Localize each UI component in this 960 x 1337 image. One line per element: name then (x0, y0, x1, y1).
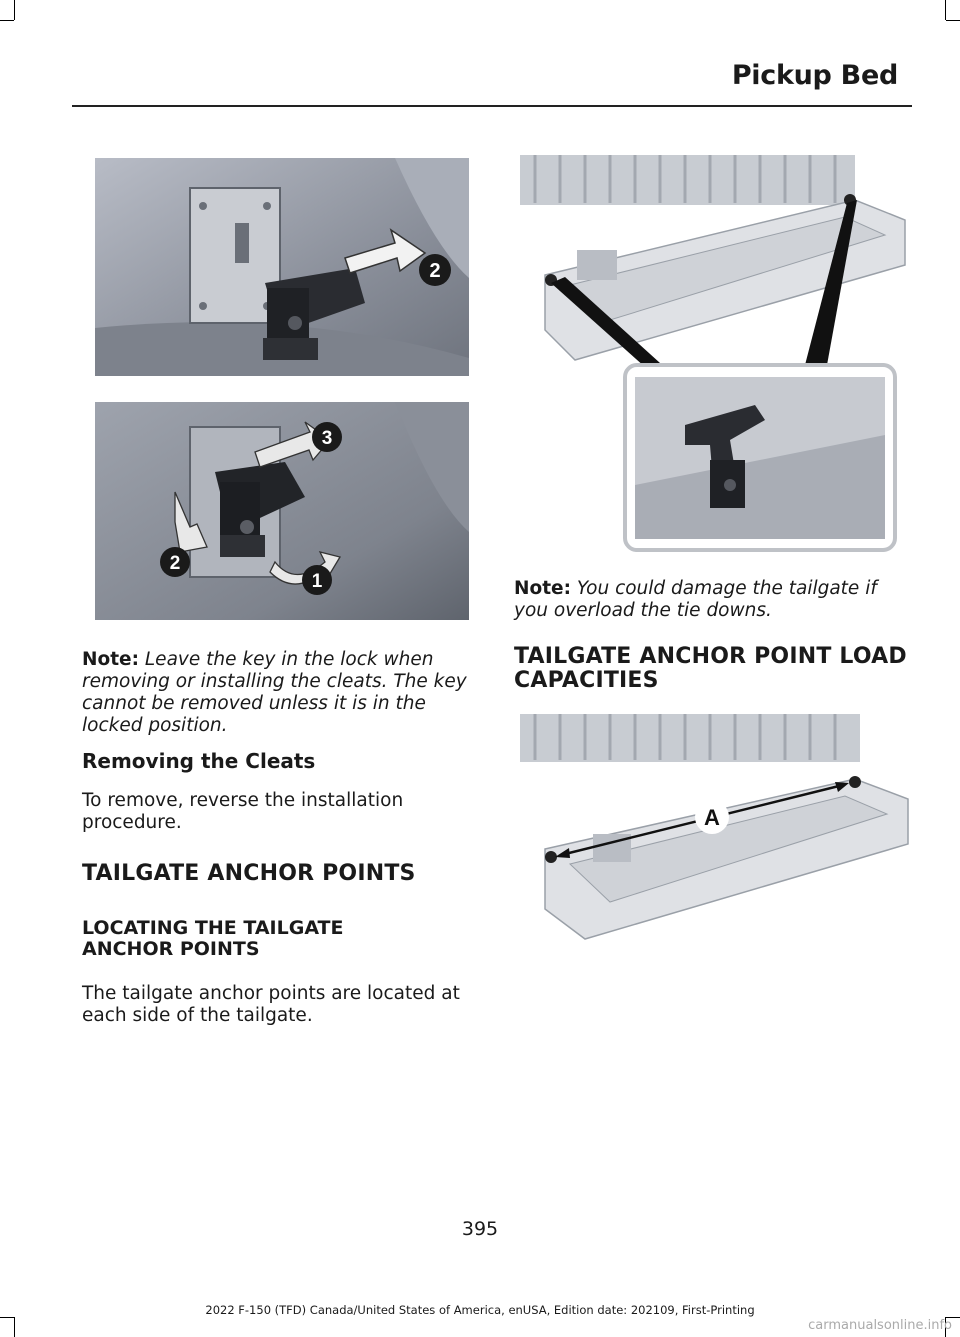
crop-mark (945, 0, 946, 20)
footer-edition: 2022 F-150 (TFD) Canada/United States of… (205, 1303, 755, 1317)
note-text: Leave the key in the lock when removing … (82, 649, 467, 736)
note-key-lock: Note: Leave the key in the lock when rem… (82, 649, 477, 737)
callout-a: A (704, 805, 720, 830)
callout-2-top: 2 (429, 260, 440, 282)
note-tie-downs: Note: You could damage the tailgate if y… (514, 578, 914, 622)
crop-mark (0, 20, 14, 21)
tailgate-load-capacity-figure: A (520, 714, 909, 940)
tailgate-anchor-points-heading: TAILGATE ANCHOR POINTS (82, 861, 416, 886)
crop-mark (14, 0, 15, 20)
note-text-right: You could damage the tailgate if you ove… (514, 578, 877, 621)
tailgate-anchor-points-figure (520, 155, 906, 552)
crop-mark (946, 1317, 960, 1318)
note-label: Note: (82, 649, 139, 670)
callout-3: 3 (322, 428, 333, 449)
load-capacities-heading: TAILGATE ANCHOR POINT LOAD CAPACITIES (514, 644, 907, 693)
crop-mark (0, 1317, 14, 1318)
removing-cleats-text: To remove, reverse the installation proc… (82, 790, 404, 833)
crop-mark (946, 20, 960, 21)
page-title: Pickup Bed (731, 60, 898, 91)
callout-1: 1 (312, 571, 323, 592)
crop-mark (14, 1317, 15, 1337)
crop-mark (945, 1317, 946, 1337)
watermark: carmanualsonline.info (808, 1318, 952, 1333)
page-number: 395 (461, 1218, 499, 1240)
note-label-right: Note: (514, 578, 571, 599)
locating-heading: LOCATING THE TAILGATE ANCHOR POINTS (82, 917, 344, 960)
header-divider (72, 105, 912, 107)
callout-2-bottom: 2 (170, 553, 181, 574)
cleat-installation-figure-bottom: 3 2 1 (95, 402, 469, 620)
removing-cleats-heading: Removing the Cleats (82, 749, 316, 773)
cleat-installation-figure-top: 2 (95, 158, 469, 376)
locating-text: The tailgate anchor points are located a… (82, 983, 460, 1026)
